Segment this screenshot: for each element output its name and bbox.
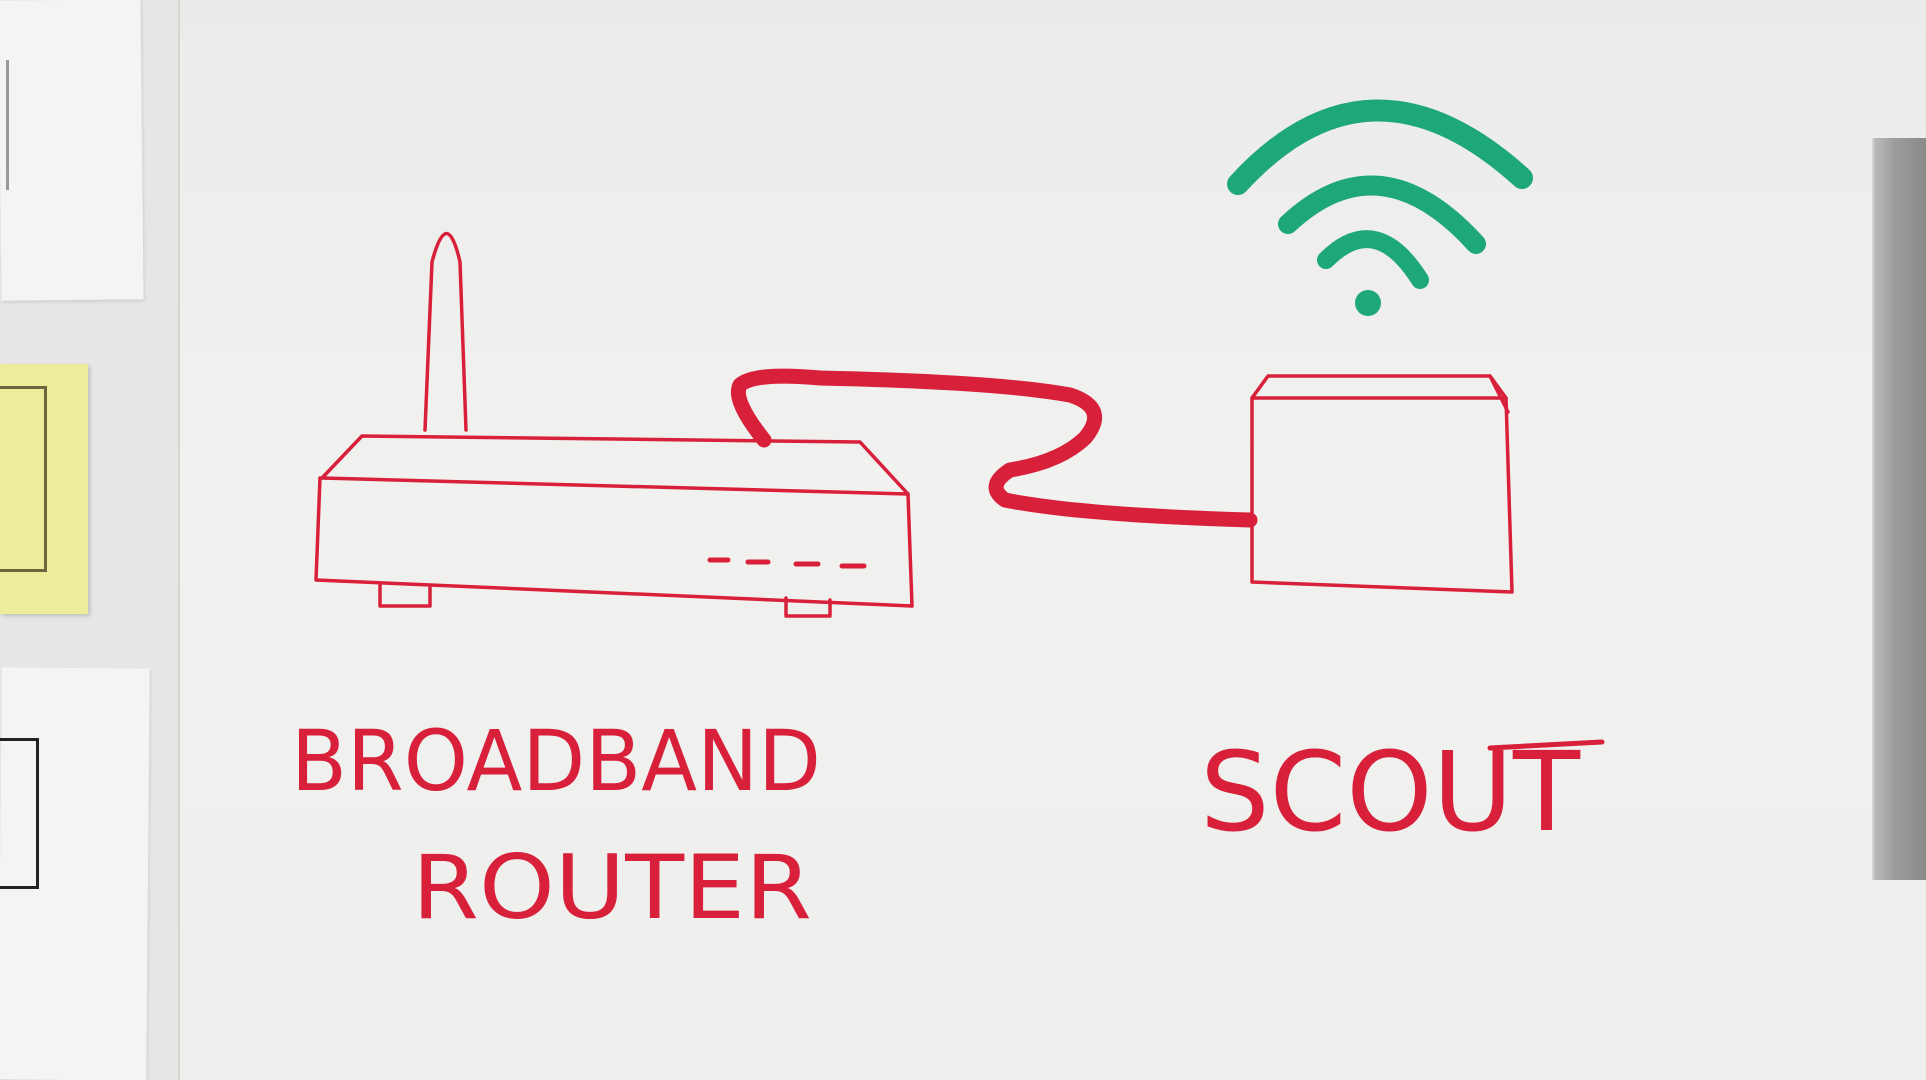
wifi-arc-inner bbox=[1317, 230, 1429, 289]
scout-box-top bbox=[1250, 374, 1508, 400]
router-top-face bbox=[320, 434, 910, 496]
router-status-lights bbox=[707, 557, 867, 569]
router-foot-right bbox=[784, 596, 832, 618]
router-drawing-icon bbox=[314, 231, 914, 618]
scout-box-front bbox=[1250, 396, 1514, 594]
pinned-papers-strip bbox=[0, 0, 180, 1080]
router-front-face bbox=[314, 476, 914, 608]
wifi-arc-outer bbox=[1227, 99, 1533, 195]
paper-sketch-mark bbox=[6, 60, 9, 190]
wifi-signal-icon bbox=[1227, 99, 1533, 316]
router-foot-left bbox=[378, 583, 432, 608]
scout-label: SCOUT bbox=[1200, 728, 1581, 856]
router-antenna bbox=[423, 231, 468, 432]
paper-sketch-box bbox=[0, 738, 39, 889]
wifi-arc-middle bbox=[1278, 175, 1486, 254]
router-label-line1: BROADBAND bbox=[291, 712, 821, 810]
sticky-note bbox=[0, 364, 88, 614]
sticky-note-sketch bbox=[0, 386, 47, 572]
scout-box-icon bbox=[1250, 374, 1514, 594]
scout-t-flourish bbox=[1487, 739, 1605, 751]
ethernet-cable-icon bbox=[730, 368, 1258, 528]
wifi-dot bbox=[1355, 290, 1381, 316]
scout-box-edge bbox=[1488, 374, 1510, 414]
metal-bracket bbox=[1872, 138, 1926, 880]
router-label-line2: ROUTER bbox=[412, 836, 812, 939]
